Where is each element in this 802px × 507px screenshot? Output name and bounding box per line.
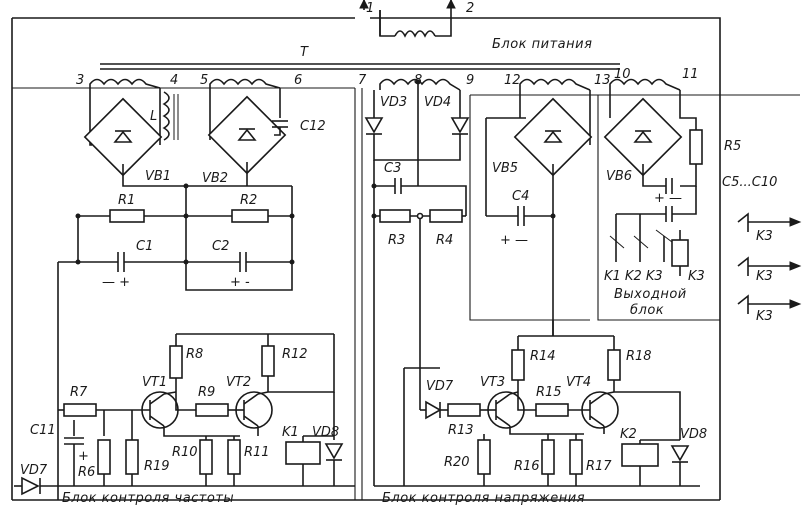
svg-text:R10: R10 (172, 445, 198, 460)
svg-text:C3: C3 (384, 161, 401, 176)
svg-text:— +: — + (102, 275, 130, 290)
svg-text:R11: R11 (244, 445, 270, 460)
svg-text:9: 9 (466, 73, 474, 88)
svg-text:VT4: VT4 (566, 375, 591, 390)
svg-text:K1: K1 (282, 425, 299, 440)
svg-text:K3: K3 (756, 269, 773, 284)
svg-text:10: 10 (614, 67, 631, 82)
volt-control-block: R14 R18 VT3 VT4 R15 VD7 R13 (374, 335, 707, 506)
svg-text:R7: R7 (70, 385, 88, 400)
svg-text:K2: K2 (620, 427, 637, 442)
svg-text:12: 12 (504, 73, 521, 88)
svg-text:R20: R20 (444, 455, 470, 470)
svg-text:+ —: + — (500, 233, 528, 248)
svg-text:VD4: VD4 (424, 95, 451, 110)
k3-contacts: K3 K3 K3 (737, 212, 802, 324)
svg-text:C2: C2 (212, 239, 229, 254)
pin-1: 1 (366, 1, 374, 16)
svg-text:+ —: + — (654, 191, 682, 206)
svg-text:R1: R1 (118, 193, 135, 208)
vb2-bridge: C12 VB2 (202, 88, 326, 186)
svg-text:VD7: VD7 (20, 463, 48, 478)
svg-text:Блок контроля напряжения: Блок контроля напряжения (382, 491, 585, 506)
svg-text:C11: C11 (30, 423, 56, 438)
svg-text:5: 5 (200, 73, 208, 88)
svg-text:Блок контроля частоты: Блок контроля частоты (62, 491, 234, 506)
svg-text:K1 K2 K3: K1 K2 K3 (604, 269, 663, 284)
svg-text:R12: R12 (282, 347, 308, 362)
svg-text:3: 3 (76, 73, 84, 88)
svg-text:R17: R17 (586, 459, 612, 474)
svg-text:VB6: VB6 (606, 169, 632, 184)
svg-text:R8: R8 (186, 347, 203, 362)
svg-text:VB2: VB2 (202, 171, 228, 186)
svg-text:C4: C4 (512, 189, 529, 204)
svg-text:R9: R9 (198, 385, 215, 400)
svg-text:6: 6 (294, 73, 302, 88)
svg-text:VT2: VT2 (226, 375, 251, 390)
svg-text:R6: R6 (78, 465, 95, 480)
frame-lines (11, 17, 800, 501)
rc-network-freq: R1 R2 C1 C2 — + + - (57, 172, 295, 500)
svg-text:R19: R19 (144, 459, 170, 474)
svg-text:R3: R3 (388, 233, 405, 248)
svg-text:VB5: VB5 (492, 161, 518, 176)
svg-text:+ -: + - (230, 275, 250, 290)
vb5-bridge: VB5 C4 + — (485, 90, 593, 336)
svg-text:K3: K3 (756, 309, 773, 324)
svg-text:VD8: VD8 (680, 427, 707, 442)
svg-text:K3: K3 (688, 269, 705, 284)
svg-text:VB1: VB1 (145, 169, 171, 184)
svg-text:R16: R16 (514, 459, 540, 474)
vb1-bridge: VB1 L (83, 88, 179, 184)
svg-text:R15: R15 (536, 385, 562, 400)
svg-text:13: 13 (594, 73, 611, 88)
svg-text:VD8: VD8 (312, 425, 339, 440)
svg-text:блок: блок (630, 303, 664, 318)
svg-text:4: 4 (170, 73, 178, 88)
svg-text:+: + (78, 449, 89, 464)
vb6-output-block: VB6 R5 C5...C10 + — K1 K2 K3 K3 Выходной… (603, 90, 777, 318)
svg-text:VT3: VT3 (480, 375, 505, 390)
svg-text:C5...C10: C5...C10 (722, 175, 777, 190)
svg-text:C12: C12 (300, 119, 326, 134)
block-power-label: Блок питания (492, 37, 592, 52)
svg-text:Выходной: Выходной (614, 287, 687, 302)
svg-text:R13: R13 (448, 423, 474, 438)
svg-text:L: L (150, 109, 157, 124)
secondary-windings: 3 4 5 6 7 8 9 12 13 10 11 (76, 67, 699, 91)
svg-text:VD7: VD7 (426, 379, 454, 394)
svg-text:C1: C1 (136, 239, 153, 254)
svg-text:7: 7 (358, 73, 367, 88)
svg-text:11: 11 (682, 67, 699, 82)
svg-text:R2: R2 (240, 193, 257, 208)
svg-text:R5: R5 (724, 139, 741, 154)
transformer-label: T (300, 45, 309, 60)
svg-text:VT1: VT1 (142, 375, 167, 390)
transformer-primary: 1 2 Блок питания (359, 0, 592, 52)
svg-text:VD3: VD3 (380, 95, 407, 110)
pin-2: 2 (466, 1, 474, 16)
svg-text:R18: R18 (626, 349, 652, 364)
svg-text:K3: K3 (756, 229, 773, 244)
svg-text:R14: R14 (530, 349, 556, 364)
svg-text:R4: R4 (436, 233, 453, 248)
vd3-vd4-section: VD3 VD4 C3 R3 R4 (364, 79, 470, 486)
freq-control-block: R8 R12 VT1 VT2 R9 R7 R10 R11 (14, 333, 355, 506)
